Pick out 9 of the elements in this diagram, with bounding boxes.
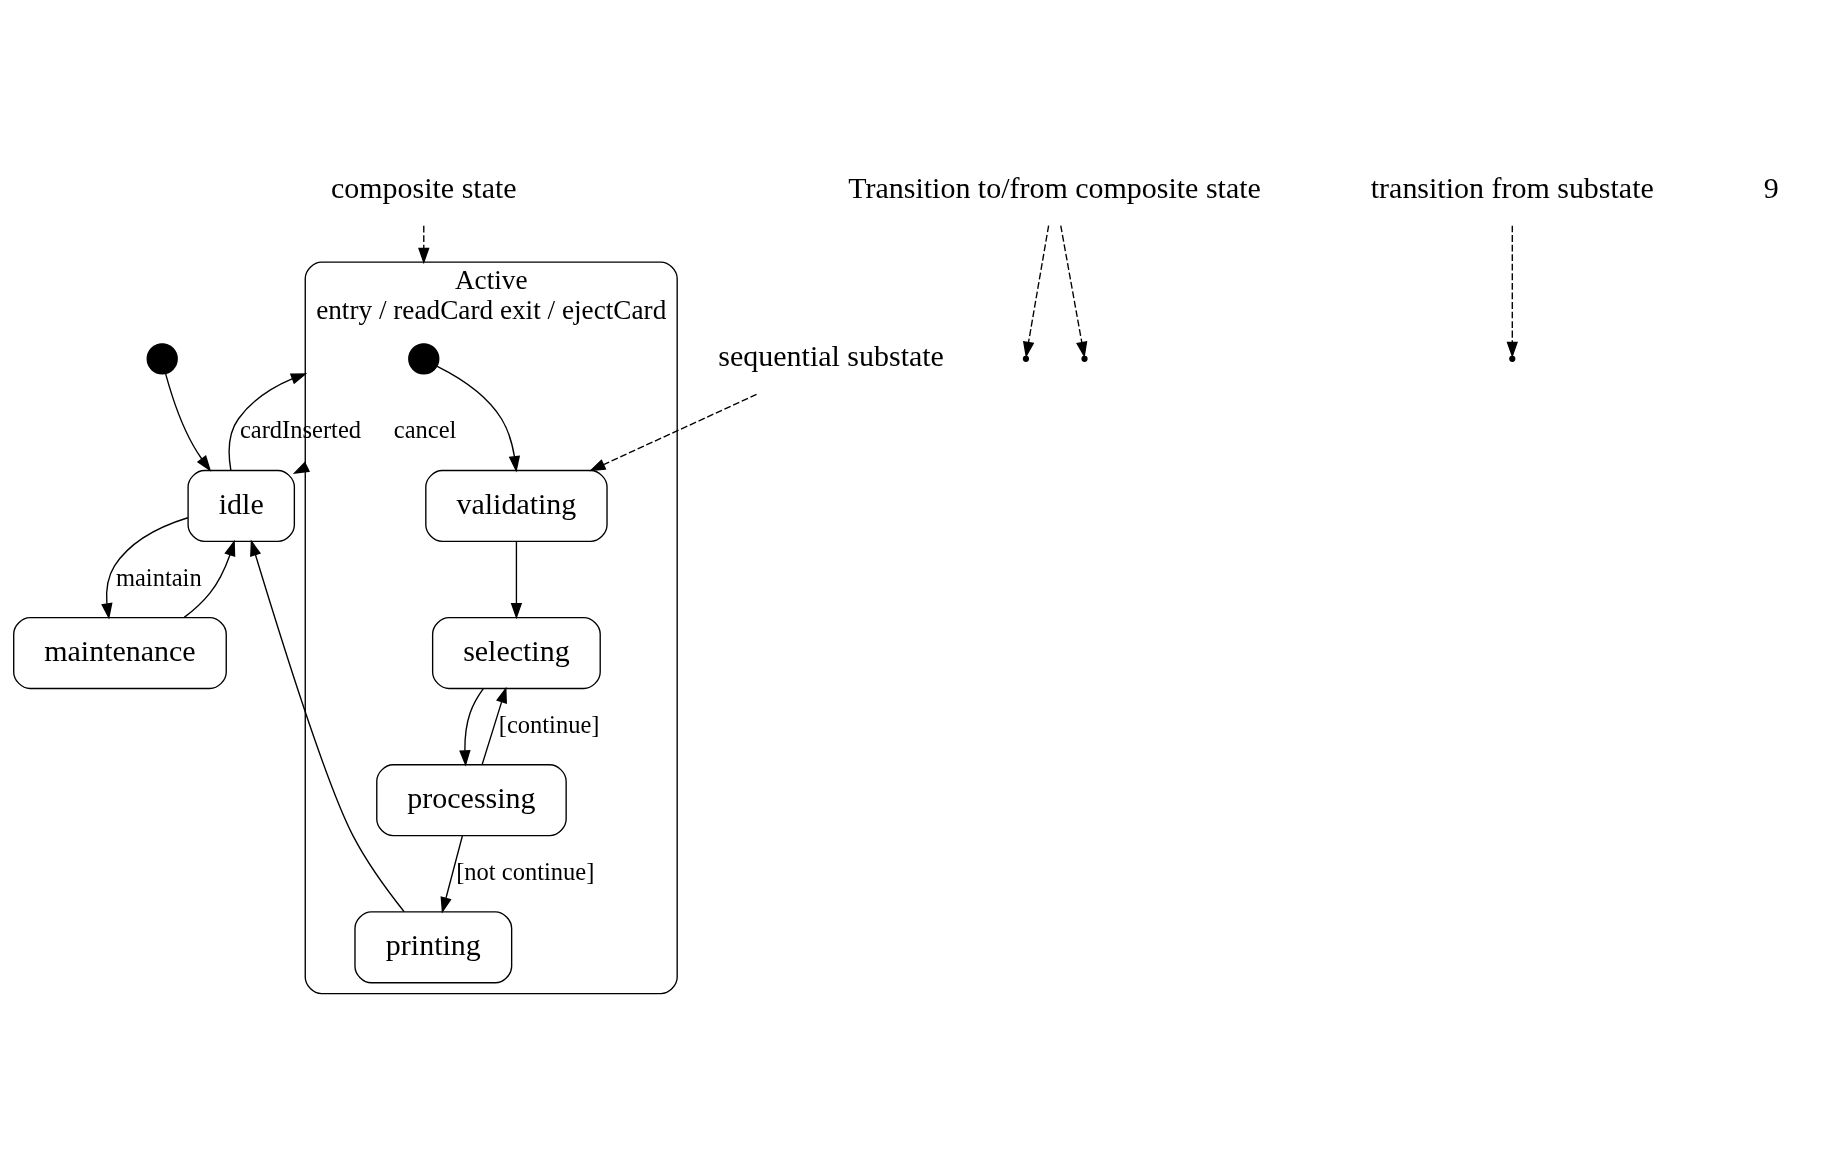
- label: 9: [1763, 170, 1779, 204]
- node-text: transition from substate: [1370, 170, 1654, 204]
- node-text: composite state: [330, 170, 517, 204]
- edge-label: cancel: [393, 416, 457, 444]
- edge-label: [not continue]: [456, 857, 595, 885]
- edge-label: [continue]: [498, 710, 600, 738]
- node-text: sequential substate: [718, 339, 944, 373]
- edge-label: maintain: [115, 563, 202, 591]
- node-text: Transition to/from composite state: [848, 170, 1261, 204]
